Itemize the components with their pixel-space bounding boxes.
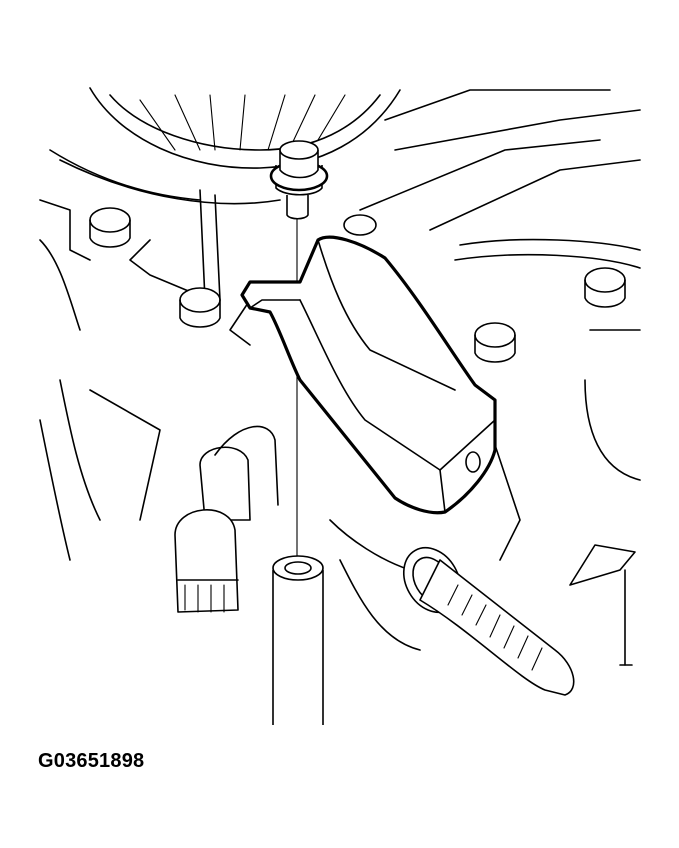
housing-bosses	[89, 207, 626, 363]
direction-arrow-icon	[569, 544, 636, 666]
bolt-icon	[269, 140, 329, 220]
long-bolt-icon	[402, 547, 575, 696]
sensor-connector-icon	[174, 425, 279, 613]
figure-code: G03651898	[38, 750, 145, 772]
engine-housing-outline	[39, 87, 641, 651]
bracket-icon	[240, 235, 497, 515]
dowel-pin-icon	[272, 555, 324, 725]
